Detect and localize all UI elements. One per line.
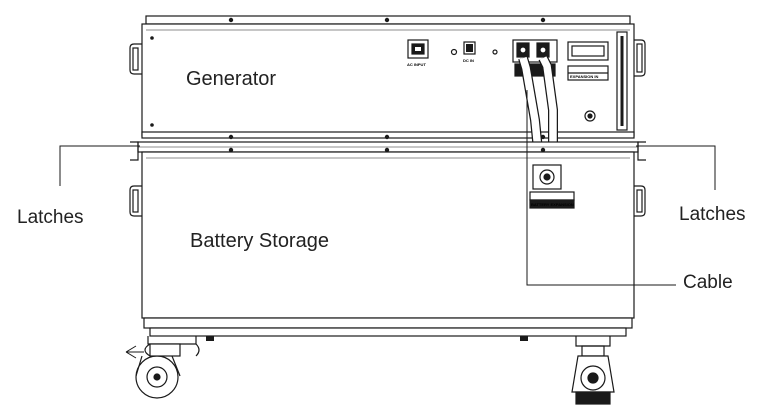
- indicator-dot: [450, 48, 458, 56]
- callout-lines: [59, 90, 716, 286]
- vent-grille: [616, 31, 628, 131]
- latches-left-label: Latches: [17, 207, 84, 228]
- battery-storage-unit: [129, 151, 646, 337]
- floor-screws: [206, 336, 528, 341]
- top-screws: [150, 17, 546, 140]
- cable-label: Cable: [683, 272, 733, 293]
- latches-right-label: Latches: [679, 204, 746, 225]
- battery-input-port: [529, 164, 575, 209]
- battery-storage-label: Battery Storage: [190, 230, 329, 252]
- battery-expansion-mark: BATTERY EXPANSION: [531, 202, 574, 207]
- dc-in-mark: DC IN: [463, 58, 474, 63]
- ac-input-port: [407, 39, 429, 59]
- expansion-panel: [567, 41, 609, 122]
- expansion-mark: EXPANSION IN: [570, 74, 598, 79]
- network-port: [463, 41, 476, 55]
- generator-label: Generator: [186, 68, 277, 90]
- left-caster: [125, 336, 200, 399]
- small-indicator: [492, 49, 498, 55]
- ac-input-mark: AC INPUT: [407, 62, 426, 67]
- generator-left-handle: [129, 43, 142, 75]
- right-caster: [571, 336, 615, 405]
- generator-right-handle: [634, 39, 646, 77]
